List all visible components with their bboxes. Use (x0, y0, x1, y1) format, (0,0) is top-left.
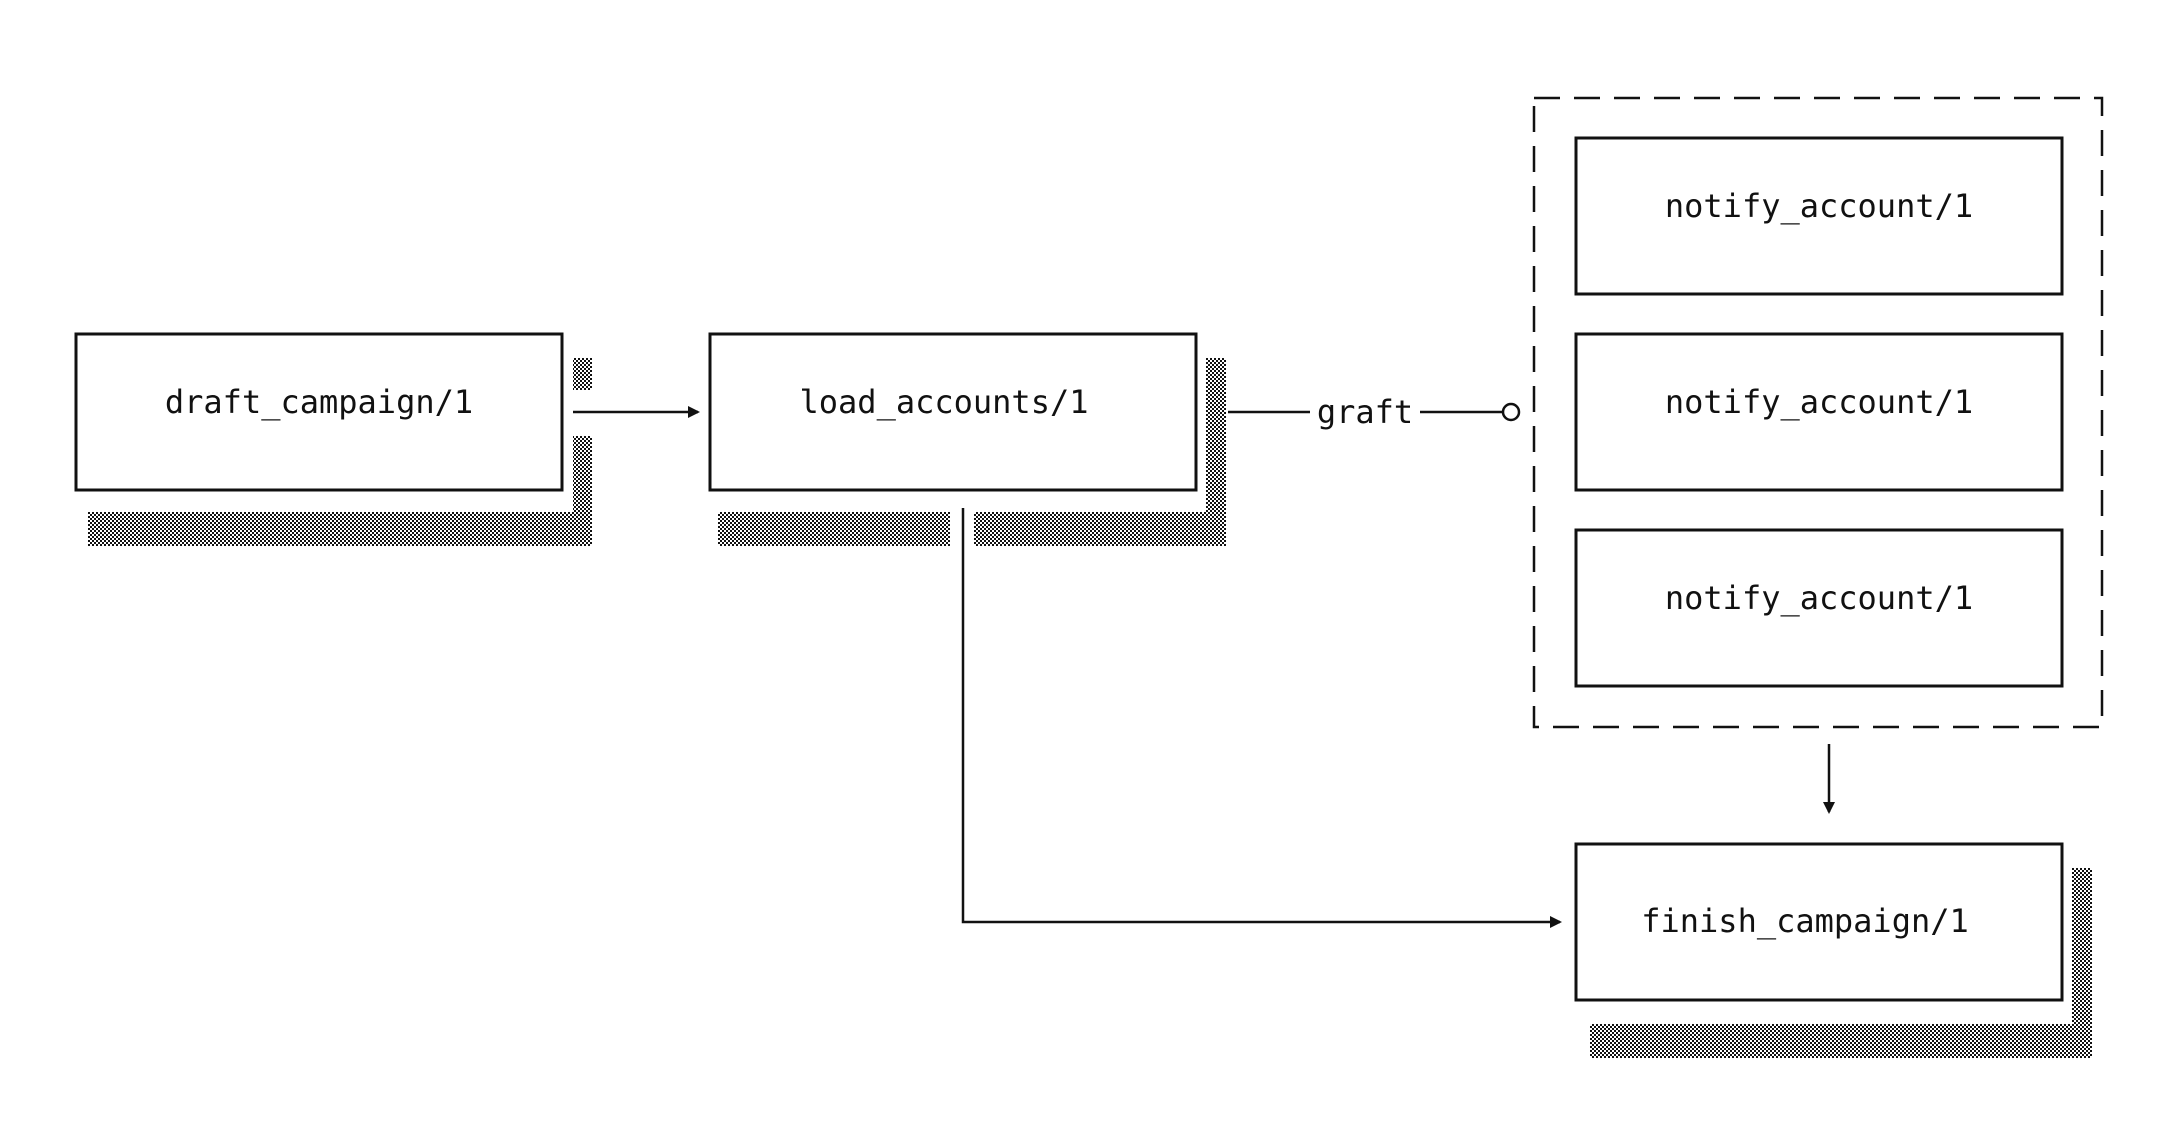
node-label-draft-campaign: draft_campaign/1 (165, 383, 473, 421)
node-notify-account-1[interactable] (1574, 136, 2064, 296)
node-notify-account-3[interactable] (1574, 528, 2064, 688)
node-load-accounts[interactable] (708, 332, 1198, 492)
edge-load-to-finish (961, 508, 1562, 928)
graft-endpoint-circle (1501, 402, 1521, 422)
node-label-finish-campaign: finish_campaign/1 (1641, 902, 1969, 940)
node-label-notify-account-2: notify_account/1 (1665, 383, 1973, 421)
node-label-notify-account-3: notify_account/1 (1665, 579, 1973, 617)
node-label-load-accounts: load_accounts/1 (800, 383, 1089, 421)
graft-label: graft (1317, 393, 1413, 431)
shadow-finish-campaign (1590, 868, 2092, 1058)
shadow-load-accounts (718, 358, 1226, 546)
edge-graft: graft (1228, 393, 1521, 431)
node-draft-campaign[interactable] (74, 332, 564, 492)
node-label-notify-account-1: notify_account/1 (1665, 187, 1973, 225)
node-finish-campaign[interactable] (1574, 842, 2064, 1002)
parallel-group-container (1532, 96, 2104, 729)
node-notify-account-2[interactable] (1574, 332, 2064, 492)
shadow-draft-campaign (88, 358, 592, 546)
